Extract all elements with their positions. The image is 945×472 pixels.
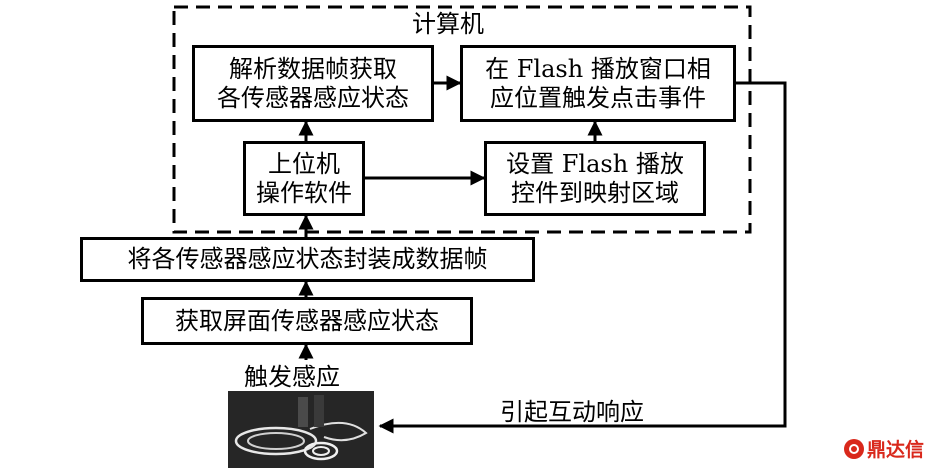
- parse-frame-line-2: 各传感器感应状态: [217, 83, 409, 112]
- interactive-response-label: 引起互动响应: [500, 398, 644, 426]
- circle-logo-icon: [844, 438, 864, 459]
- trigger-click-line-2: 应位置触发点击事件: [490, 83, 706, 112]
- computer-title: 计算机: [412, 10, 484, 38]
- set-flash-box: 设置 Flash 播放 控件到映射区域: [484, 141, 706, 216]
- computer-boundary: [172, 5, 752, 234]
- encapsulate-box: 将各传感器感应状态封装成数据帧: [80, 237, 535, 282]
- parse-frame-line-1: 解析数据帧获取: [229, 54, 397, 83]
- host-software-line-2: 操作软件: [256, 178, 352, 207]
- set-flash-line-2: 控件到映射区域: [511, 178, 679, 207]
- touch-label: 触发感应: [244, 363, 340, 391]
- watermark: 鼎达信: [844, 435, 924, 462]
- parse-frame-box: 解析数据帧获取 各传感器感应状态: [192, 45, 434, 122]
- acquire-label: 获取屏面传感器感应状态: [175, 306, 439, 335]
- host-software-line-1: 上位机: [268, 149, 340, 178]
- set-flash-line-1: 设置 Flash 播放: [506, 149, 684, 178]
- interactive-floor-photo: [228, 391, 374, 468]
- watermark-text: 鼎达信: [867, 439, 925, 461]
- trigger-click-box: 在 Flash 播放窗口相 应位置触发点击事件: [460, 45, 736, 122]
- trigger-click-line-1: 在 Flash 播放窗口相: [485, 54, 711, 83]
- host-software-box: 上位机 操作软件: [243, 141, 365, 216]
- encapsulate-label: 将各传感器感应状态封装成数据帧: [127, 245, 488, 274]
- acquire-box: 获取屏面传感器感应状态: [141, 297, 473, 345]
- floor-projection-image: [228, 391, 374, 468]
- arrow-feedback-to-floor: [378, 81, 787, 434]
